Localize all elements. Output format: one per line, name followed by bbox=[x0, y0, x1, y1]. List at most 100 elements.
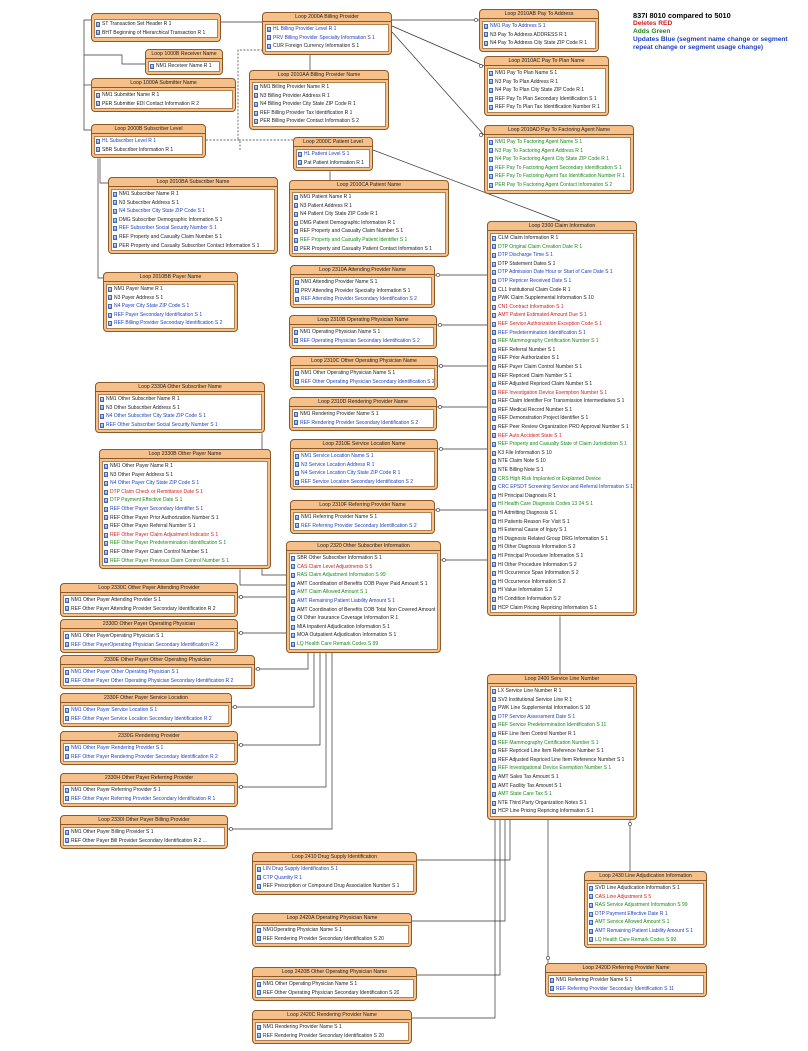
field-row: REF Other Subscriber Social Security Num… bbox=[99, 421, 261, 430]
field-label: REF Other Operating Physician Secondary … bbox=[301, 378, 434, 385]
table-row-icon bbox=[492, 270, 496, 276]
table-row-icon bbox=[257, 981, 261, 987]
field-row: NM1 Referring Provider Name S 1 bbox=[549, 976, 703, 985]
field-label: SBR Subscriber Information R 1 bbox=[102, 146, 174, 153]
field-row: MIA Inpatient Adjudication Information S… bbox=[290, 623, 437, 632]
table-row-icon bbox=[254, 110, 258, 116]
field-label: DTP Claim Check or Remittance Date S 1 bbox=[110, 488, 203, 495]
field-label: SBR Other Subscriber Information S 1 bbox=[297, 555, 382, 561]
table-row-icon bbox=[492, 791, 496, 797]
field-row: REF Adjusted Repriced Claim Number S 1 bbox=[491, 380, 633, 389]
field-label: REF Other Payer Referral Number S 1 bbox=[110, 523, 196, 530]
field-label: DTP Payment Effective Date S 1 bbox=[110, 497, 183, 504]
table-row-icon bbox=[492, 235, 496, 241]
field-label: REF Prior Authorization S 1 bbox=[498, 355, 560, 362]
field-row: REF Other Payer Secondary Identifier S 1 bbox=[103, 505, 267, 514]
field-row: REF Other Payer Rendering Provider Secon… bbox=[64, 753, 234, 762]
field-label: NM1 Operating Physician Name S 1 bbox=[300, 329, 381, 335]
table-row-icon bbox=[294, 329, 298, 335]
field-row: CTP Quantity R 1 bbox=[256, 874, 413, 883]
field-label: REF Adjusted Repriced Claim Number S 1 bbox=[498, 381, 593, 388]
table-row-icon bbox=[492, 442, 496, 448]
field-label: REF Other Payer Predetermination Identif… bbox=[110, 540, 227, 547]
field-row: REF Mammography Certification Number S 1 bbox=[491, 739, 633, 748]
field-label: AMT Service Allowed Amount S 1 bbox=[595, 919, 670, 926]
table-row-icon bbox=[492, 723, 496, 729]
field-row: N4 Pay To Plan City State ZIP Code R 1 bbox=[488, 86, 605, 95]
entity-title: Loop 2010AD Pay To Factoring Agent Name bbox=[485, 126, 633, 135]
field-label: NM1 Other PayerOperating Physician S 1 bbox=[71, 633, 164, 639]
entity-title: 2330D Other Payer Operating Physician bbox=[61, 620, 237, 629]
field-label: NM1 Pay To Factoring Agent Name S 1 bbox=[495, 139, 583, 145]
entity-title: Loop 2010BA Subscriber Name bbox=[109, 178, 277, 187]
table-row-icon bbox=[489, 139, 493, 145]
table-row-icon bbox=[492, 800, 496, 806]
field-label: REF Investigation Device Exemption Numbe… bbox=[498, 389, 608, 396]
field-label: PRV Billing Provider Specialty Informati… bbox=[273, 34, 375, 41]
table-row-icon bbox=[295, 279, 299, 285]
field-label: REF Rendering Provider Secondary Identif… bbox=[263, 1032, 384, 1039]
table-row-icon bbox=[100, 405, 104, 411]
field-label: HI External Cause of Injury S 1 bbox=[498, 527, 567, 534]
relationship-line bbox=[391, 31, 485, 136]
table-row-icon bbox=[589, 894, 593, 900]
field-row: N3 Pay To Factoring Agent Address R 1 bbox=[488, 147, 630, 156]
field-row: RAS Service Adjustment Information S 99 bbox=[588, 901, 703, 910]
field-label: REF Investigational Device Exemption Num… bbox=[498, 765, 612, 772]
field-row: CRC EPSDT Screening Service and Referral… bbox=[491, 483, 633, 492]
field-label: RAS Service Adjustment Information S 99 bbox=[595, 902, 688, 909]
entity-title: Loop 1000A Submitter Name bbox=[92, 79, 235, 88]
field-label: NM1 Service Location Name S 1 bbox=[301, 453, 374, 459]
field-row: REF Referring Provider Secondary Identif… bbox=[294, 522, 431, 531]
optional-marker bbox=[436, 508, 440, 512]
field-row: N3 Service Location Address R 1 bbox=[294, 461, 434, 470]
field-row: NM1 Other Payer Attending Provider S 1 bbox=[64, 596, 234, 605]
field-label: REF Line Item Control Number R 1 bbox=[498, 730, 576, 737]
field-label: BHT Beginning of Hierarchical Transactio… bbox=[102, 29, 206, 36]
field-label: REF Other Payer Attending Provider Secon… bbox=[71, 605, 216, 612]
field-label: N3 Pay To Address ADDRESS R 1 bbox=[490, 31, 567, 38]
field-row: NM1 Pay To Address S 1 bbox=[483, 22, 595, 31]
field-row: HCP Line Pricing Repricing Information S… bbox=[491, 807, 633, 816]
field-label: N3 Other Subscriber Address S 1 bbox=[106, 404, 180, 411]
table-row-icon bbox=[492, 390, 496, 396]
field-row: NM1 Other Operating Physician Name S 1 bbox=[256, 980, 413, 989]
entity-title: Loop 2310A Attending Provider Name bbox=[291, 266, 434, 275]
table-row-icon bbox=[492, 407, 496, 413]
entity-title: Loop 2330C Other Payer Attending Provide… bbox=[61, 584, 237, 593]
field-row: REF Billing Provider Secondary Identific… bbox=[107, 319, 234, 328]
table-row-icon bbox=[589, 911, 593, 917]
table-row-icon bbox=[492, 381, 496, 387]
field-row: HI Health Care Diagnosis Codes 13 24 S 1 bbox=[491, 500, 633, 509]
field-label: HL Patient Level S 1 bbox=[304, 151, 350, 157]
field-label: REF Other Payer Prior Authorization Numb… bbox=[110, 514, 219, 521]
field-label: DMG Patient Demographic Information R 1 bbox=[300, 219, 396, 226]
table-row-icon bbox=[65, 597, 69, 603]
entity-title: Loop 2420B Other Operating Physician Nam… bbox=[253, 968, 416, 977]
field-label: REF Mammography Certification Number S 1 bbox=[498, 338, 599, 345]
field-label: REF Other PayerOperating Physician Secon… bbox=[71, 641, 219, 648]
field-label: Pat Patient Information R 1 bbox=[304, 159, 365, 166]
field-row: N3 Subscriber Address S 1 bbox=[112, 199, 274, 208]
optional-marker bbox=[239, 743, 243, 747]
relationship-line bbox=[232, 652, 315, 708]
field-label: REF Property and Casualty Patient Identi… bbox=[300, 236, 408, 243]
field-label: N4 Payer City State ZIP Code S 1 bbox=[114, 303, 190, 310]
table-row-icon bbox=[298, 151, 302, 157]
field-row: PWK Line Supplemental Information S 10 bbox=[491, 704, 633, 713]
field-row: NM1 Other Operating Physician Name S 1 bbox=[294, 369, 434, 378]
field-row: REF Other Payer Claim Control Number S 1 bbox=[103, 548, 267, 557]
field-label: CRS High Risk Implanted or Explanted Dev… bbox=[498, 475, 601, 482]
optional-marker bbox=[239, 631, 243, 635]
field-row: REF Predetermination Identification S 1 bbox=[491, 329, 633, 338]
field-row: REF Other Payer Prior Authorization Numb… bbox=[103, 514, 267, 523]
